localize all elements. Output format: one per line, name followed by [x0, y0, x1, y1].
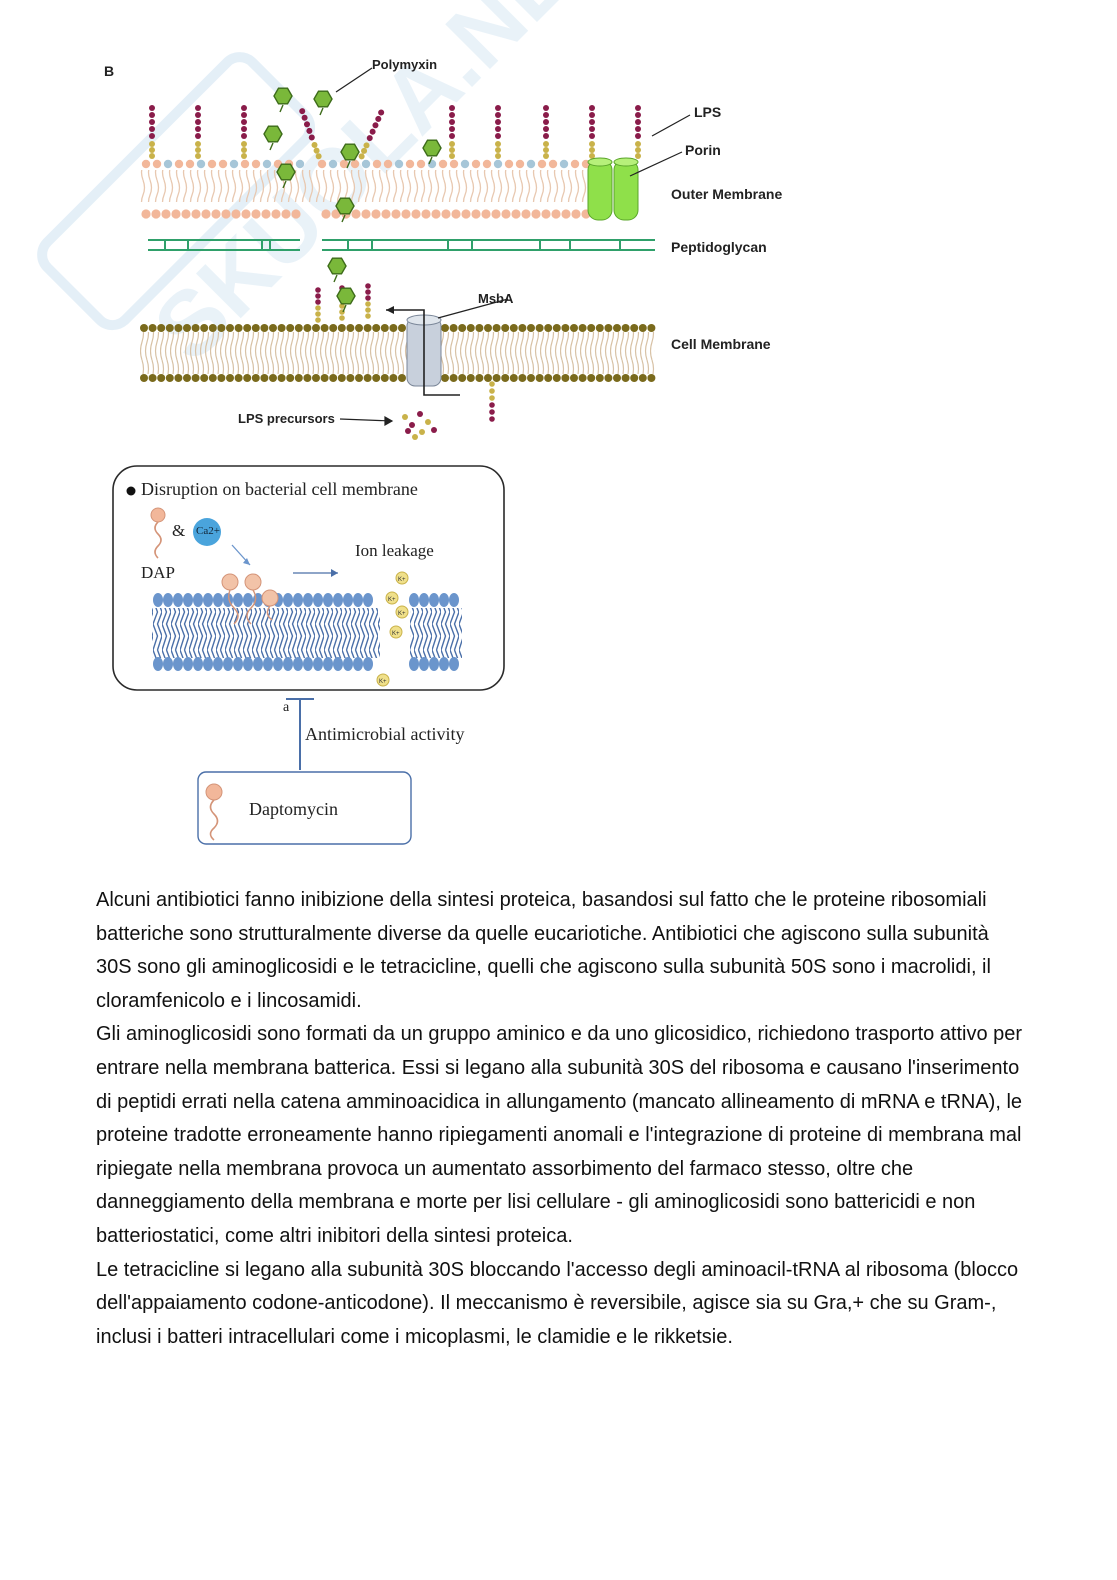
svg-text:K+: K+ [388, 597, 396, 603]
label-lps-precursors: LPS precursors [238, 411, 335, 426]
dap-panel-title: Disruption on bacterial cell membrane [141, 479, 418, 499]
paragraph-2: Gli aminoglicosidi sono formati da un gr… [96, 1023, 1023, 1247]
figure: SKUOLA.NET [37, 0, 783, 845]
ion-leakage-label: Ion leakage [355, 541, 434, 560]
leader-lines [335, 67, 691, 427]
label-lps: LPS [694, 104, 722, 120]
ampersand: & [172, 521, 186, 540]
peptidoglycan [148, 239, 655, 251]
label-polymyxin: Polymyxin [372, 57, 438, 72]
antimicrobial-label: Antimicrobial activity [305, 724, 465, 744]
label-peptidoglycan: Peptidoglycan [671, 239, 767, 255]
calcium-label: Ca2+ [196, 525, 220, 537]
daptomycin-box [197, 771, 412, 845]
svg-text:K+: K+ [398, 577, 406, 583]
arrow-letter: a [283, 700, 290, 715]
inhibition-arrow [286, 698, 314, 770]
svg-text:K+: K+ [392, 631, 400, 637]
msba-transporter [386, 306, 460, 396]
svg-text:K+: K+ [379, 679, 387, 685]
polymyxin-molecules [263, 87, 442, 313]
label-outer-membrane: Outer Membrane [671, 186, 783, 202]
label-msba: MsbA [478, 291, 514, 306]
label-cell-membrane: Cell Membrane [671, 336, 771, 352]
lps-chains [149, 105, 641, 422]
paragraph-1: Alcuni antibiotici fanno inibizione dell… [96, 889, 991, 1012]
label-porin: Porin [685, 142, 721, 158]
panel-letter: B [104, 63, 115, 79]
svg-text:K+: K+ [398, 611, 406, 617]
daptomycin-label: Daptomycin [249, 799, 338, 819]
body-text: Alcuni antibiotici fanno inibizione dell… [96, 884, 1026, 1354]
cell-membrane [140, 324, 656, 382]
daptomycin-panel: K+ K+ K+ K+ K+ [112, 465, 505, 691]
membrane-diagram: SKUOLA.NET [37, 0, 691, 845]
dap-label: DAP [141, 563, 176, 582]
lps-precursors-cluster [402, 411, 437, 440]
porin [587, 157, 639, 221]
paragraph-3: Le tetracicline si legano alla subunità … [96, 1258, 1019, 1348]
